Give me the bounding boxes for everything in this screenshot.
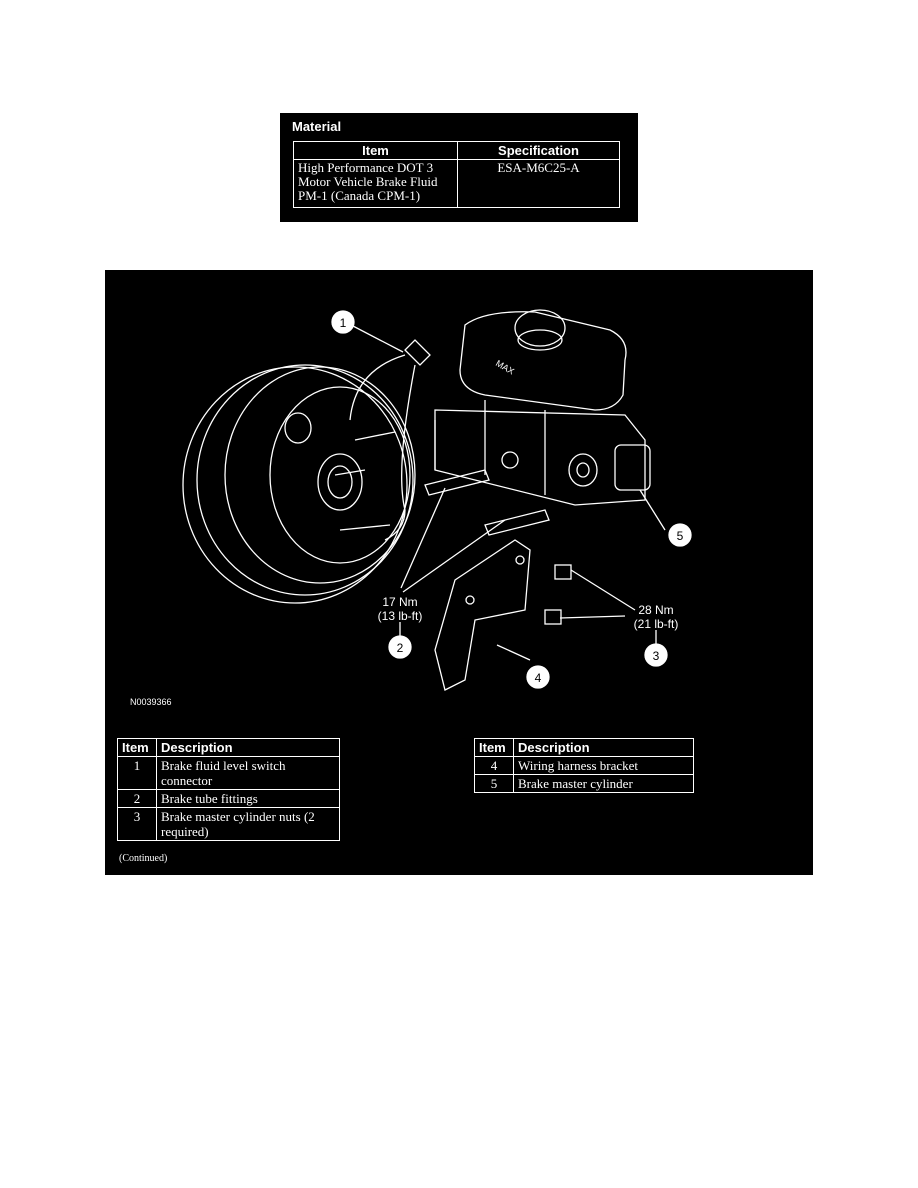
torque-label-nuts: 28 Nm(21 lb-ft) [616,603,696,631]
exploded-view-illustration: MAX 1 2 3 4 5 [182,309,692,691]
callout-4: 4 [526,665,550,689]
leader-lines [352,325,666,661]
wiring-and-connector [349,339,431,541]
header-item: Item [474,738,514,757]
brake-booster [182,364,416,604]
item-number: 4 [474,756,514,775]
item-number: 5 [474,774,514,793]
item-description: Brake fluid level switch connector [156,756,340,790]
material-title: Material [292,119,342,134]
header-description: Description [513,738,694,757]
item-description: Brake tube fittings [156,789,340,808]
item-number: 1 [117,756,157,790]
item-description: Wiring harness bracket [513,756,694,775]
callout-5: 5 [668,523,692,547]
callout-1: 1 [331,310,355,334]
figure-code: N0039366 [130,697,172,707]
brake-tube-fittings [424,469,550,536]
svg-text:5: 5 [677,529,684,543]
svg-text:4: 4 [535,671,542,685]
torque-label-fittings: 17 Nm(13 lb-ft) [360,595,440,623]
material-header-item: Item [293,141,458,160]
max-mark: MAX [494,358,516,376]
svg-text:2: 2 [397,641,404,655]
header-description: Description [156,738,340,757]
torque-nm: 17 Nm [382,595,418,609]
material-header-spec: Specification [457,141,620,160]
header-item: Item [117,738,157,757]
torque-nm: 28 Nm [638,603,674,617]
item-number: 2 [117,789,157,808]
material-spec: ESA-M6C25-A [457,159,620,208]
svg-text:1: 1 [340,316,347,330]
item-description: Brake master cylinder nuts (2 required) [156,807,340,841]
callout-2: 2 [388,635,412,659]
material-item: High Performance DOT 3 Motor Vehicle Bra… [293,159,458,208]
item-description: Brake master cylinder [513,774,694,793]
item-number: 3 [117,807,157,841]
torque-lbft: (21 lb-ft) [633,617,679,631]
master-cylinder: MAX [434,309,651,506]
callout-3: 3 [644,643,668,667]
svg-text:3: 3 [653,649,660,663]
torque-lbft: (13 lb-ft) [377,609,423,623]
wiring-harness-bracket [434,539,572,691]
continued-note: (Continued) [119,853,168,864]
brake-master-cylinder-figure: MAX 1 2 3 4 5 17 Nm(13 lb-ft) 28 Nm(21 l… [105,270,813,875]
